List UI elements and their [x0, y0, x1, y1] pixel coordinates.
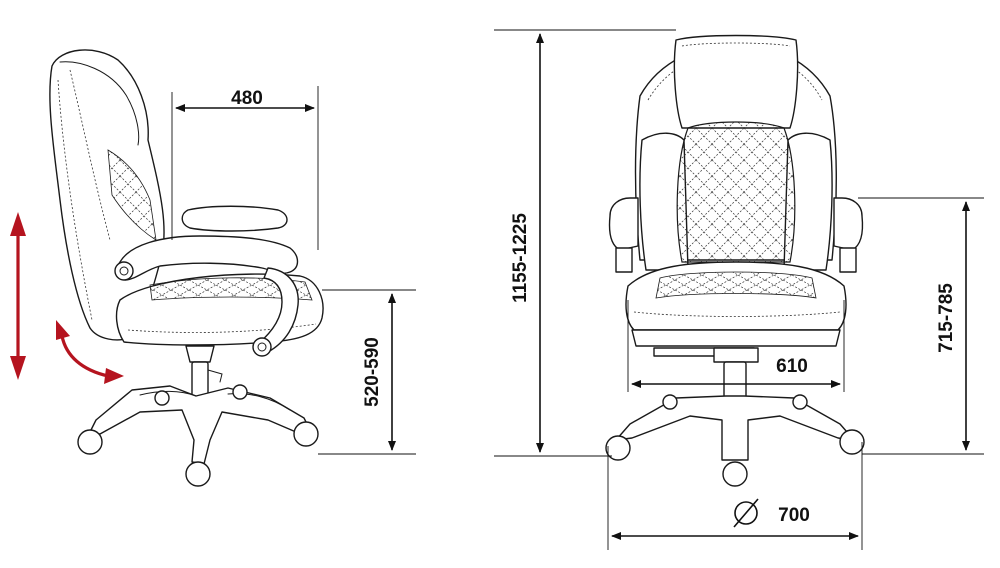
- front-quilted-back: [676, 121, 796, 263]
- seat-depth-label: 480: [231, 88, 263, 109]
- seat-height-label: 520-590: [362, 337, 383, 407]
- dim-seat-width: 610: [627, 300, 845, 392]
- side-view-chair: [49, 49, 324, 487]
- total-height-label: 1155-1225: [510, 213, 531, 303]
- front-star-base: [615, 395, 855, 461]
- side-armrest-pad: [181, 205, 288, 232]
- front-armrest-right: [833, 197, 864, 251]
- dim-total-height: 1155-1225: [494, 29, 676, 457]
- curved-arrow-icon: [60, 335, 109, 378]
- base-diameter-symbol-text: ⌀: [0, 0, 1, 1]
- diameter-symbol-icon: [733, 498, 759, 528]
- front-armrest-left: [608, 197, 639, 251]
- height-adjust-arrow: [10, 212, 26, 380]
- side-star-base: [89, 385, 311, 465]
- dim-armrest-height: 715-785: [858, 197, 984, 455]
- tilt-adjust-arrow: [56, 320, 124, 384]
- base-diameter-label: 700: [778, 505, 810, 526]
- armrest-height-label: 715-785: [936, 283, 957, 353]
- dim-seat-height: 520-590: [318, 289, 416, 455]
- front-view-chair: [605, 34, 865, 487]
- dim-base-diameter: 700 ⌀: [0, 0, 863, 550]
- seat-width-label: 610: [776, 356, 808, 377]
- dim-seat-depth: 480: [171, 86, 319, 250]
